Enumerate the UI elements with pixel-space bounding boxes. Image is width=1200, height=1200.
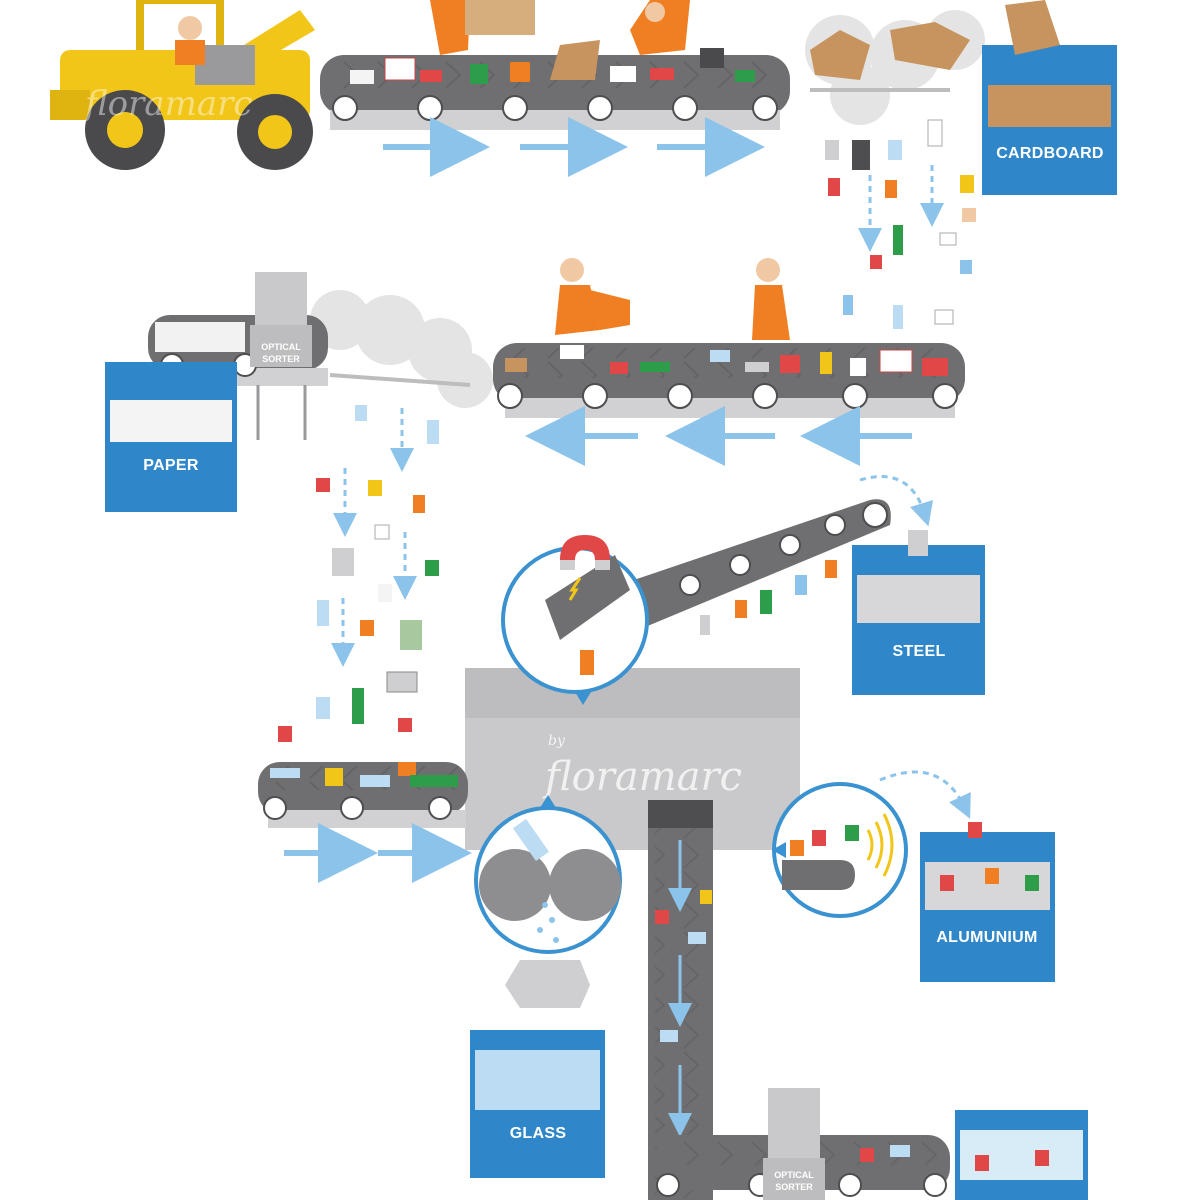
optical-sorter-paper-line: OPTICAL SORTER (250, 272, 312, 440)
signal-waves-icon (866, 813, 894, 877)
bin-cardboard: CARDBOARD (982, 0, 1117, 195)
magnet-icon (560, 535, 610, 560)
spark-icon (568, 577, 582, 601)
sorter-label-line1: OPTICAL (774, 1170, 814, 1180)
workers-middle (555, 258, 790, 340)
falling-debris-right (825, 119, 976, 329)
infeed-conveyor (258, 762, 468, 828)
falling-debris-left (278, 405, 439, 742)
bin-label-alumunium: ALUMUNIUM (936, 929, 1037, 946)
bin-paper: PAPER (105, 362, 237, 512)
cardboard-box (550, 40, 600, 80)
glass-chute (505, 960, 590, 1008)
front-loader-illustration: floramarc (50, 0, 315, 170)
sorter-label-line2: SORTER (775, 1182, 813, 1192)
flow-arrows-drop-right (858, 165, 944, 252)
driver-head (178, 16, 202, 40)
bin-plastic (955, 1110, 1088, 1200)
bin-label-cardboard: CARDBOARD (996, 145, 1104, 162)
bin-label-steel: STEEL (892, 643, 945, 660)
optical-sorter-plastic-line: OPTICAL SORTER (763, 1088, 825, 1200)
plastic-vertical-conveyor (648, 800, 713, 1200)
bin-alumunium: ALUMUNIUM (920, 822, 1055, 982)
workers-top (430, 0, 690, 55)
glass-crusher-callout (474, 795, 622, 954)
svg-text:floramarc: floramarc (82, 84, 252, 124)
sorter-label-line2: SORTER (262, 354, 300, 364)
gear-icon-2 (549, 849, 621, 921)
bin-label-glass: GLASS (510, 1125, 567, 1142)
eddy-current-callout (772, 782, 908, 918)
pre-sort-conveyor (320, 40, 790, 130)
bin-label-paper: PAPER (143, 457, 199, 474)
gear-icon (479, 849, 551, 921)
watermark-name: floramarc (542, 754, 742, 800)
bin-steel: STEEL (852, 530, 985, 695)
flow-arrow-to-alumunium (879, 770, 971, 819)
bin-glass: GLASS (470, 1030, 605, 1178)
manual-sort-conveyor (493, 343, 965, 418)
flow-arrows-drop-left (331, 408, 417, 667)
watermark-by: by (548, 733, 566, 749)
sorter-label-line1: OPTICAL (261, 342, 301, 352)
driver-vest (175, 40, 205, 65)
paper-separator-gears (310, 290, 493, 408)
magnet-detail-callout (501, 535, 649, 705)
